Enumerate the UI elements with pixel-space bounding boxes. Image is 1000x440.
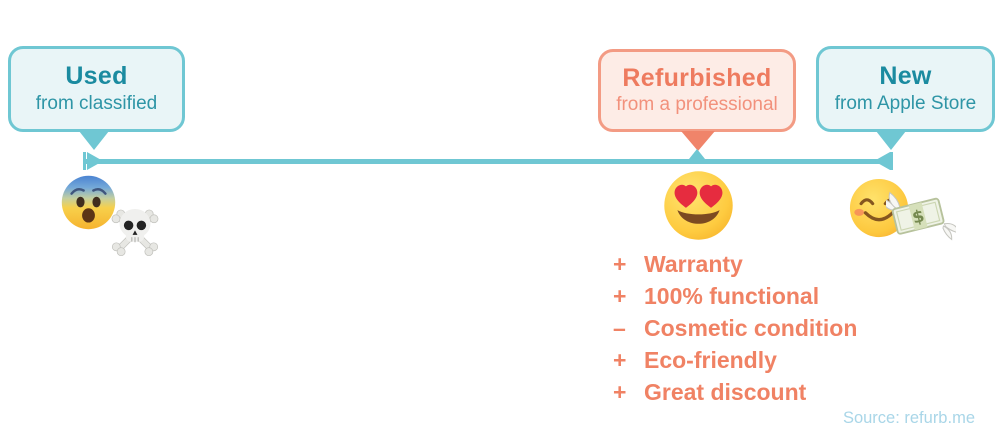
refurbished-callout: Refurbished from a professional xyxy=(598,49,796,132)
benefit-item: – Cosmetic condition xyxy=(613,312,857,344)
benefit-sign: + xyxy=(613,379,627,405)
benefit-item: + Warranty xyxy=(613,248,857,280)
skull-and-crossbones-emoji xyxy=(111,208,159,257)
new-subtitle: from Apple Store xyxy=(834,92,977,114)
timeline-right-endcap xyxy=(890,152,893,170)
benefit-item: + Eco-friendly xyxy=(613,344,857,376)
timeline-refurbished-tick xyxy=(689,149,705,159)
refurbished-callout-pointer xyxy=(681,131,715,151)
timeline-right-arrow-icon xyxy=(874,152,890,170)
used-subtitle: from classified xyxy=(35,92,158,114)
new-callout: New from Apple Store xyxy=(816,46,995,132)
benefit-item: + Great discount xyxy=(613,376,857,408)
money-with-wings-emoji: $ xyxy=(886,191,956,241)
heart-eyes-face-emoji xyxy=(664,171,733,240)
new-callout-pointer xyxy=(876,131,906,150)
dollar-sign-glyph: $ xyxy=(910,206,926,228)
refurbished-subtitle: from a professional xyxy=(616,94,778,116)
used-callout: Used from classified xyxy=(8,46,185,132)
benefit-sign: + xyxy=(613,283,627,309)
timeline-line xyxy=(84,159,893,164)
refurbished-title: Refurbished xyxy=(622,63,772,92)
benefit-item: + 100% functional xyxy=(613,280,857,312)
benefit-sign: + xyxy=(613,251,627,277)
fearful-face-emoji xyxy=(61,175,116,230)
benefit-text: Warranty xyxy=(644,251,743,277)
benefit-text: Eco-friendly xyxy=(644,347,777,373)
benefit-text: 100% functional xyxy=(644,283,820,309)
timeline-left-arrow-icon xyxy=(87,152,103,170)
new-title: New xyxy=(879,62,932,91)
timeline-left-endcap xyxy=(83,152,86,170)
refurbished-benefits-list: + Warranty + 100% functional – Cosmetic … xyxy=(613,248,857,408)
benefit-text: Cosmetic condition xyxy=(644,315,858,341)
benefit-text: Great discount xyxy=(644,379,807,405)
benefit-sign: + xyxy=(613,347,627,373)
used-title: Used xyxy=(65,62,128,91)
source-attribution: Source: refurb.me xyxy=(842,409,975,427)
used-callout-pointer xyxy=(79,131,109,150)
benefit-sign: – xyxy=(613,315,626,341)
